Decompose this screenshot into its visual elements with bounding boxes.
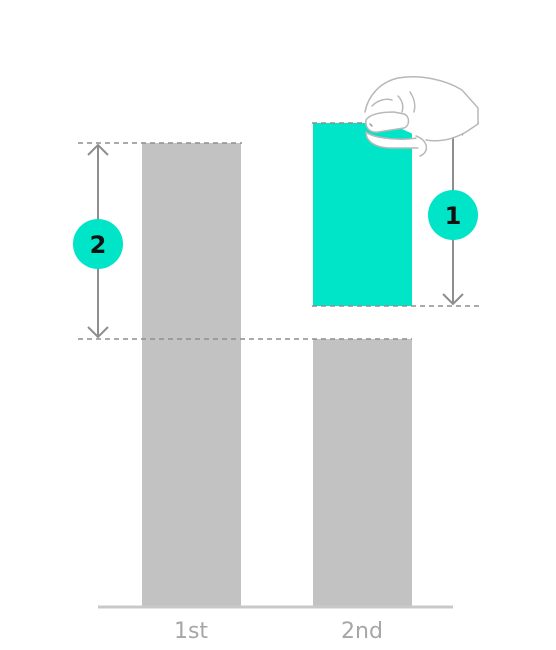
bar-2nd (313, 339, 412, 607)
badge-2: 2 (73, 219, 123, 269)
bar-1st (142, 143, 241, 607)
highlight-segment[interactable] (313, 123, 412, 306)
hand-pinch-icon (364, 75, 479, 157)
badge-1: 1 (428, 190, 478, 240)
badge-1-label: 1 (445, 202, 462, 230)
badge-2-label: 2 (90, 231, 107, 259)
category-label-1st: 1st (174, 619, 208, 644)
category-label-2nd: 2nd (341, 619, 383, 644)
